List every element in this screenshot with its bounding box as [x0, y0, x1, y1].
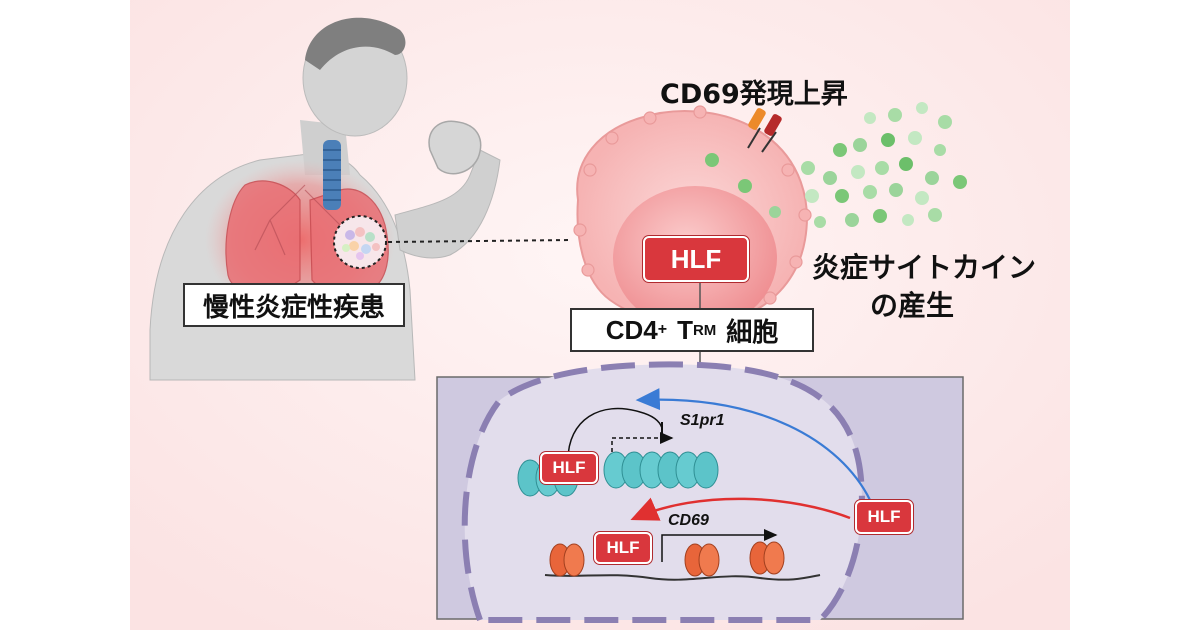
cd69-activation-arrow	[661, 529, 778, 562]
blue-arrow	[635, 388, 871, 501]
cell-sup: +	[657, 321, 668, 338]
hlf-incoming-box: HLF	[855, 500, 913, 534]
cell-sub: RM	[692, 321, 717, 339]
cell-suffix: 細胞	[726, 317, 779, 348]
immune-cell-cluster	[342, 227, 380, 260]
gene-cd69-label: CD69	[668, 512, 709, 529]
hlf-activator-box: HLF	[594, 532, 652, 564]
dna-strand	[544, 574, 821, 581]
nucleosomes	[549, 541, 785, 577]
cell-prefix: CD4	[605, 314, 658, 345]
disease-label-text: 慢性炎症性疾患	[202, 292, 385, 323]
connector-dashed-line	[387, 239, 573, 243]
trachea	[323, 140, 341, 210]
disease-label: 慢性炎症性疾患	[183, 283, 405, 327]
cytokine-particles	[705, 102, 967, 228]
cytokine-label-line1: 炎症サイトカイン	[812, 251, 1037, 284]
red-arrow	[630, 497, 851, 521]
inflamed-region	[333, 215, 387, 269]
hlf-repressor-box: HLF	[540, 452, 598, 484]
cell-t: T	[677, 314, 693, 345]
gene-s1pr1-label: S1pr1	[680, 412, 725, 429]
hlf-main-box: HLF	[643, 236, 749, 282]
cd69-receptor	[747, 108, 782, 153]
cd69-upregulation-label: CD69発現上昇	[660, 79, 848, 110]
nucleus-detail-panel	[436, 361, 964, 623]
cytokine-label-line2: の産生	[870, 289, 955, 322]
